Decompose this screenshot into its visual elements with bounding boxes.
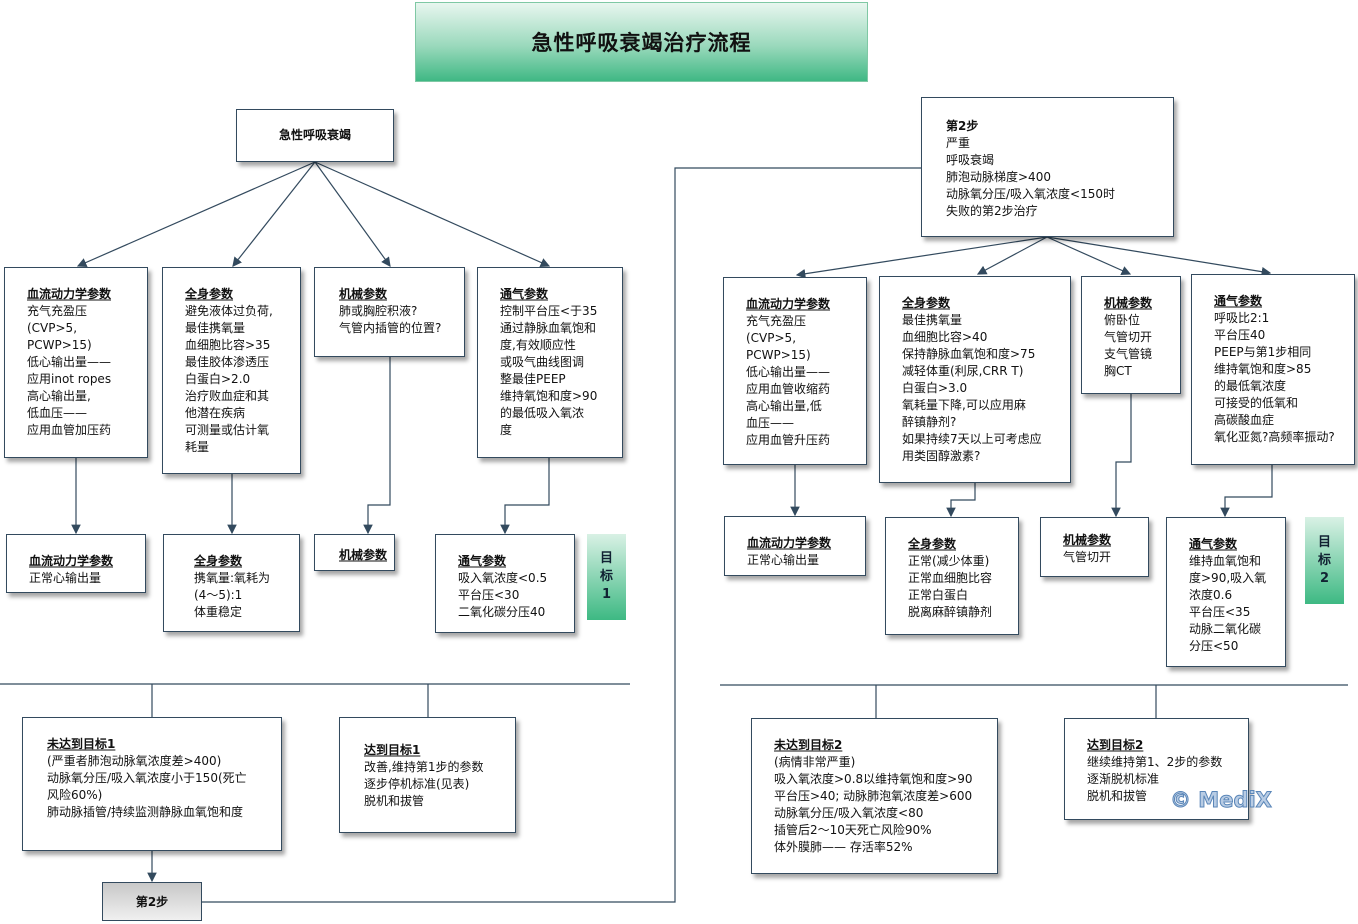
body: 正常心输出量 (29, 571, 102, 585)
watermark-logo: © MediX (1170, 788, 1273, 813)
body: 肺或胸腔积液? 气管内插管的位置? (339, 304, 442, 335)
body: 气管切开 (1063, 550, 1112, 564)
body: 控制平台压<于35 通过静脉血氧饱和 度,有效顺应性 或吸气曲线图调 整最佳PE… (500, 304, 598, 437)
body: 俯卧位 气管切开 支气管镜 胸CT (1104, 313, 1153, 378)
goal2-met-box: 达到目标2 继续维持第1、2步的参数 逐渐脱机标准 脱机和拔管 (1064, 718, 1249, 820)
step2-goal-ventilation: 通气参数维持血氧饱和 度>90,吸入氧 浓度0.6 平台压<35 动脉二氧化碳 … (1166, 517, 1286, 667)
to-step2-line (202, 167, 921, 903)
arrow (795, 236, 1048, 279)
page-title: 急性呼吸衰竭治疗流程 (415, 2, 868, 82)
heading: 达到目标2 (1087, 738, 1144, 752)
goal2-not-met-box: 未达到目标2 (病情非常严重) 吸入氧浓度>0.8以维持氧饱和度>90 平台压>4… (751, 718, 998, 874)
heading: 未达到目标1 (47, 737, 116, 751)
step2-goal-systemic: 全身参数正常(减少体重) 正常血细胞比容 正常白蛋白 脱离麻醉镇静剂 (885, 517, 1019, 635)
body: 充气充盈压 (CVP>5, PCWP>15) 低心输出量—— 应用血管收缩药 高… (746, 314, 831, 447)
heading: 达到目标1 (364, 743, 421, 757)
goal1-label: 目 标 1 (587, 534, 626, 620)
heading: 全身参数 (908, 537, 957, 551)
step1-goal-mechanical: 机械参数 (314, 534, 395, 571)
arrow (1220, 465, 1273, 518)
goal1-met-box: 达到目标1 改善,维持第1步的参数 逐步停机标准(见表) 脱机和拔管 (339, 717, 516, 833)
step1-hemodynamic-box: 血流动力学参数充气充盈压 (CVP>5, PCWP>15) 低心输出量—— 应用… (4, 267, 148, 458)
step2-ventilation-box: 通气参数呼吸比2:1 平台压40 PEEP与第1步相同 维持氧饱和度>85 的最… (1191, 274, 1355, 465)
step1-goal-ventilation: 通气参数吸入氧浓度<0.5 平台压<30 二氧化碳分压40 (435, 534, 575, 633)
arrow (1046, 236, 1132, 275)
goal1-not-met-box: 未达到目标1 (严重者肺泡动脉氧浓度差>400) 动脉氧分压/吸入氧浓度小于150… (22, 717, 282, 851)
body: (严重者肺泡动脉氧浓度差>400) 动脉氧分压/吸入氧浓度小于150(死亡 风险… (47, 754, 247, 819)
body: 正常心输出量 (747, 553, 820, 567)
heading: 未达到目标2 (774, 738, 843, 752)
step2-systemic-box: 全身参数最佳携氧量 血细胞比容>40 保持静脉血氧饱和度>75 减轻体重(利尿,… (879, 276, 1071, 483)
step2-header-box: 第2步 严重 呼吸衰竭 肺泡动脉梯度>400 动脉氧分压/吸入氧浓度<150时 … (921, 97, 1174, 237)
heading: 机械参数 (1104, 296, 1153, 310)
arrow (500, 458, 550, 535)
step1-mechanical-box: 机械参数肺或胸腔积液? 气管内插管的位置? (314, 267, 465, 357)
heading: 机械参数 (1063, 533, 1112, 547)
body: 吸入氧浓度<0.5 平台压<30 二氧化碳分压40 (458, 571, 548, 619)
step2-mechanical-box: 机械参数俯卧位 气管切开 支气管镜 胸CT (1081, 276, 1181, 394)
heading: 血流动力学参数 (29, 554, 114, 568)
heading: 第2步 (946, 119, 979, 133)
body: 正常(减少体重) 正常血细胞比容 正常白蛋白 脱离麻醉镇静剂 (908, 554, 993, 619)
heading: 血流动力学参数 (746, 297, 831, 311)
body: 携氧量:氧耗为 (4～5):1 体重稳定 (194, 571, 271, 619)
heading: 全身参数 (902, 296, 951, 310)
heading: 机械参数 (339, 548, 388, 562)
body: (病情非常严重) 吸入氧浓度>0.8以维持氧饱和度>90 平台压>40; 动脉肺… (774, 755, 973, 854)
body: 维持血氧饱和 度>90,吸入氧 浓度0.6 平台压<35 动脉二氧化碳 分压<5… (1189, 554, 1267, 653)
step1-ventilation-box: 通气参数控制平台压<于35 通过静脉血氧饱和 度,有效顺应性 或吸气曲线图调 整… (477, 267, 623, 458)
root-node: 急性呼吸衰竭 (236, 109, 394, 162)
step2-hemodynamic-box: 血流动力学参数充气充盈压 (CVP>5, PCWP>15) 低心输出量—— 应用… (723, 277, 867, 465)
step1-goal-hemodynamic: 血流动力学参数正常心输出量 (6, 534, 146, 593)
step2-goal-hemodynamic: 血流动力学参数正常心输出量 (724, 516, 866, 576)
arrow (1111, 394, 1132, 518)
heading: 通气参数 (1189, 537, 1238, 551)
step2-goal-mechanical: 机械参数气管切开 (1040, 517, 1149, 577)
arrow (76, 161, 316, 268)
arrow (314, 161, 551, 267)
heading: 血流动力学参数 (747, 536, 832, 550)
body: 避免液体过负荷, 最佳携氧量 血细胞比容>35 最佳胶体渗透压 白蛋白>2.0 … (185, 304, 273, 454)
arrow (363, 357, 391, 535)
heading: 全身参数 (194, 554, 243, 568)
body: 改善,维持第1步的参数 逐步停机标准(见表) 脱机和拔管 (364, 760, 484, 808)
arrow (314, 161, 391, 267)
step1-systemic-box: 全身参数避免液体过负荷, 最佳携氧量 血细胞比容>35 最佳胶体渗透压 白蛋白>… (162, 267, 301, 474)
arrow (976, 236, 1048, 275)
heading: 通气参数 (500, 287, 549, 301)
step1-goal-systemic: 全身参数携氧量:氧耗为 (4～5):1 体重稳定 (163, 534, 300, 632)
step2-button[interactable]: 第2步 (102, 882, 202, 921)
goal2-label: 目 标 2 (1305, 517, 1344, 604)
arrow (1046, 236, 1272, 277)
heading: 通气参数 (458, 554, 507, 568)
body: 继续维持第1、2步的参数 逐渐脱机标准 脱机和拔管 (1087, 755, 1223, 803)
heading: 全身参数 (185, 287, 234, 301)
heading: 机械参数 (339, 287, 388, 301)
body: 充气充盈压 (CVP>5, PCWP>15) 低心输出量—— 应用inot ro… (27, 304, 112, 437)
body: 最佳携氧量 血细胞比容>40 保持静脉血氧饱和度>75 减轻体重(利尿,CRR … (902, 313, 1042, 463)
arrow (232, 161, 316, 267)
body: 严重 呼吸衰竭 肺泡动脉梯度>400 动脉氧分压/吸入氧浓度<150时 失败的第… (946, 136, 1116, 218)
body: 呼吸比2:1 平台压40 PEEP与第1步相同 维持氧饱和度>85 的最低氧浓度… (1214, 311, 1335, 444)
heading: 血流动力学参数 (27, 287, 112, 301)
arrow (946, 483, 976, 518)
heading: 通气参数 (1214, 294, 1263, 308)
